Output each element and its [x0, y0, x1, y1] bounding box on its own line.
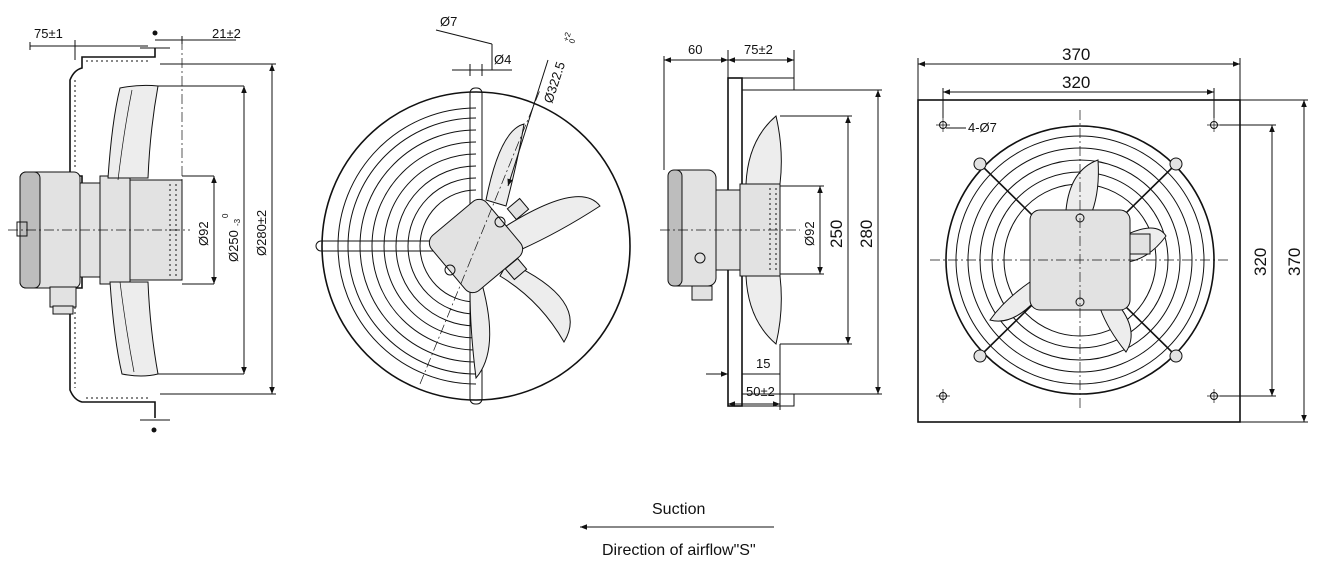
- dim-holes: 4-Ø7: [968, 120, 997, 135]
- dim-250: Ø250: [226, 230, 241, 262]
- dim-guard-tol-upper: +2: [561, 31, 573, 43]
- wall-plate-rivets: [74, 60, 150, 399]
- outer-ring: [321, 91, 631, 401]
- dim-15: 15: [756, 356, 770, 371]
- dim-shaft-92-profile: Ø92: [802, 221, 817, 246]
- dim-hole-7: Ø7: [440, 14, 457, 29]
- dim-guard-tol-lower: 0: [567, 37, 577, 45]
- side-view: 75±1 21±2 Ø92 Ø250 0 -3 Ø280±2: [8, 26, 276, 433]
- dim-320-width: 320: [1062, 73, 1090, 92]
- dim-280: Ø280±2: [254, 210, 269, 256]
- dim-370-height: 370: [1285, 248, 1304, 276]
- dim-75: 75±2: [744, 42, 773, 57]
- dim-320-height: 320: [1251, 248, 1270, 276]
- dim-60: 60: [688, 42, 702, 57]
- dim-75-offset: 75±1: [34, 26, 63, 41]
- dim-pin-4: Ø4: [494, 52, 511, 67]
- plate-view: 370 320 4-Ø7 320 370: [917, 45, 1308, 423]
- guard-rings: [337, 107, 477, 385]
- wall-plate: [69, 48, 156, 418]
- airflow-direction-label: Direction of airflow"S": [602, 542, 756, 559]
- dim-250-profile: 250: [827, 220, 846, 248]
- profile-view: 60 75±2 Ø92 250 280 15 50±2: [660, 42, 882, 410]
- cable-gland: [49, 286, 77, 308]
- airflow-legend: Suction Direction of airflow"S": [580, 501, 774, 559]
- dim-21: 21±2: [212, 26, 241, 41]
- mounting-holes: [936, 118, 1221, 403]
- dim-280-profile: 280: [857, 220, 876, 248]
- impeller-blade-top: [107, 84, 159, 179]
- dim-370-width: 370: [1062, 45, 1090, 64]
- dim-50: 50±2: [746, 384, 775, 399]
- dim-250-tol-upper: 0: [221, 213, 230, 218]
- dim-shaft-92: Ø92: [196, 221, 211, 246]
- front-view: Ø7 Ø4 Ø322.5 +2 0: [315, 14, 631, 405]
- square-plate: [917, 99, 1241, 423]
- impeller-blade-bottom: [109, 281, 159, 377]
- dim-250-tol-lower: -3: [233, 218, 242, 226]
- dim-guard-322: Ø322.5: [541, 60, 568, 105]
- suction-label: Suction: [652, 501, 705, 518]
- fan-blades-front: [469, 123, 601, 380]
